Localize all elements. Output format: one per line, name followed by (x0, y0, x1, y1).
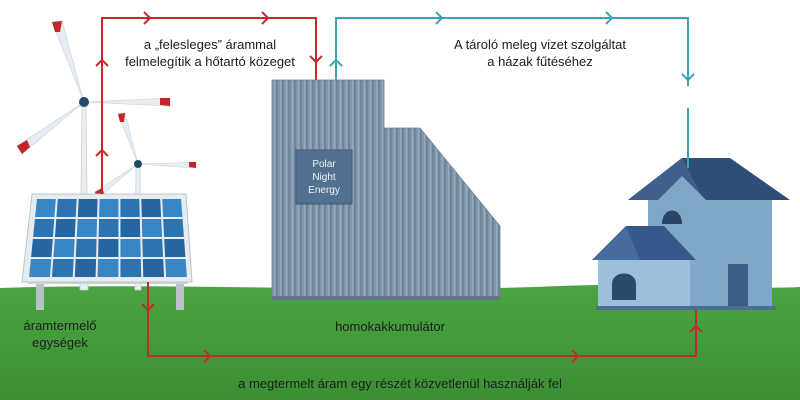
label-sand-battery: homokakkumulátor (335, 319, 445, 334)
label-surplus-power: a „felesleges” árammal felmelegítik a hő… (100, 36, 320, 70)
label-generators-line-2: egységek (32, 335, 88, 350)
solar-cell (54, 219, 76, 237)
flow-arrow-icon (681, 73, 695, 82)
label-heat-supply-line-2: a házak fűtéséhez (487, 54, 593, 69)
label-heat-supply-line-1: A tároló meleg vizet szolgáltat (454, 37, 626, 52)
solar-cell (77, 199, 98, 217)
flow-arrow-icon (571, 349, 580, 363)
flow-arrow-icon (329, 58, 343, 67)
solar-cell (120, 219, 141, 237)
solar-cells (29, 199, 187, 277)
flow-arrow-icon (143, 11, 152, 25)
flow-arrow-icon (309, 55, 323, 64)
solar-cell (76, 219, 98, 237)
solar-cell (120, 239, 141, 257)
grass-ground (0, 284, 800, 400)
solar-cell (120, 199, 140, 217)
solar-cell (51, 259, 74, 277)
solar-cell (35, 199, 56, 217)
label-generators: áramtermelő egységek (0, 317, 120, 351)
solar-cell (165, 259, 187, 277)
polar-night-energy-plaque (295, 149, 353, 205)
solar-cell (120, 259, 142, 277)
electricity-flow-line (101, 17, 697, 357)
heat-flow-line (335, 17, 689, 168)
house-icon (592, 158, 790, 310)
solar-cell (29, 259, 52, 277)
solar-cell (142, 259, 165, 277)
flow-arrow-icon (689, 324, 703, 333)
solar-panel-icon (21, 193, 193, 310)
solar-cell (74, 259, 97, 277)
solar-cell (53, 239, 75, 257)
label-surplus-power-line-2: felmelegítik a hőtartó közeget (125, 54, 295, 69)
flow-arrow-icon (605, 11, 614, 25)
solar-cell (99, 199, 119, 217)
solar-cell (75, 239, 97, 257)
solar-cell (141, 219, 163, 237)
solar-cell (33, 219, 55, 237)
solar-cell (162, 199, 183, 217)
label-surplus-power-line-1: a „felesleges” árammal (143, 37, 277, 52)
sand-battery-icon: Polar Night Energy (271, 79, 501, 301)
label-generators-line-1: áramtermelő (23, 318, 97, 333)
plaque-line-1: Polar (312, 159, 336, 170)
flow-arrow-icon (95, 148, 109, 157)
solar-cell (164, 239, 186, 257)
solar-cell (163, 219, 184, 237)
flow-arrow-icon (95, 58, 109, 67)
label-direct-use: a megtermelt áram egy részét közvetlenül… (238, 376, 562, 391)
flow-arrow-icon (141, 303, 155, 312)
solar-cell (98, 239, 119, 257)
flow-arrow-icon (261, 11, 270, 25)
solar-cell (97, 259, 119, 277)
solar-cell (31, 239, 53, 257)
solar-cell (56, 199, 77, 217)
flow-arrows (95, 11, 703, 363)
flow-arrow-icon (435, 11, 444, 25)
solar-cell (98, 219, 119, 237)
plaque-line-3: Energy (308, 185, 340, 196)
solar-cell (142, 239, 164, 257)
label-heat-supply: A tároló meleg vizet szolgáltat a házak … (420, 36, 660, 70)
solar-cell (141, 199, 162, 217)
flow-arrow-icon (203, 349, 212, 363)
plaque-line-2: Night (312, 172, 336, 183)
